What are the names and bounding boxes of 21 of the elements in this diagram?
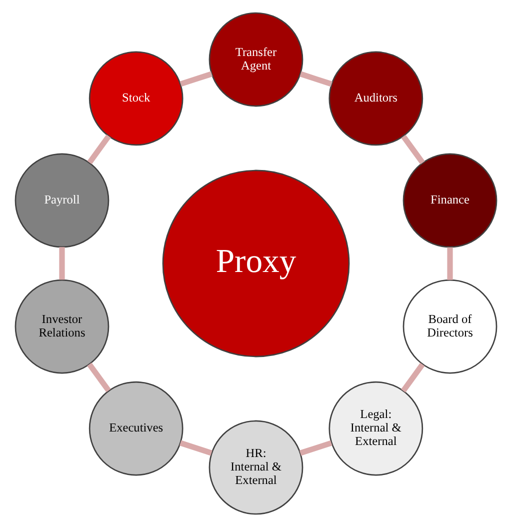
node-circle: Legal: Internal & External [328,381,423,476]
node-circle: Transfer Agent [208,12,303,107]
node-circle: Stock [88,51,183,146]
connector [298,440,332,456]
node-circle: Payroll [14,153,109,248]
node-circle: Investor Relations [14,279,109,374]
connector [179,440,212,456]
connector [86,134,110,164]
node-circle: Finance [402,153,497,248]
node-circle: Executives [88,381,183,476]
node-circle: HR: Internal & External [208,420,303,515]
connector [400,134,424,164]
node-circle: Board of Directors [402,279,497,374]
node-circle: Auditors [328,51,423,146]
connector [86,362,110,392]
connector [299,71,332,87]
connector [400,362,424,392]
connector [446,247,452,280]
node-circle: Proxy [162,170,350,358]
connector [58,247,64,280]
connector [179,71,212,87]
